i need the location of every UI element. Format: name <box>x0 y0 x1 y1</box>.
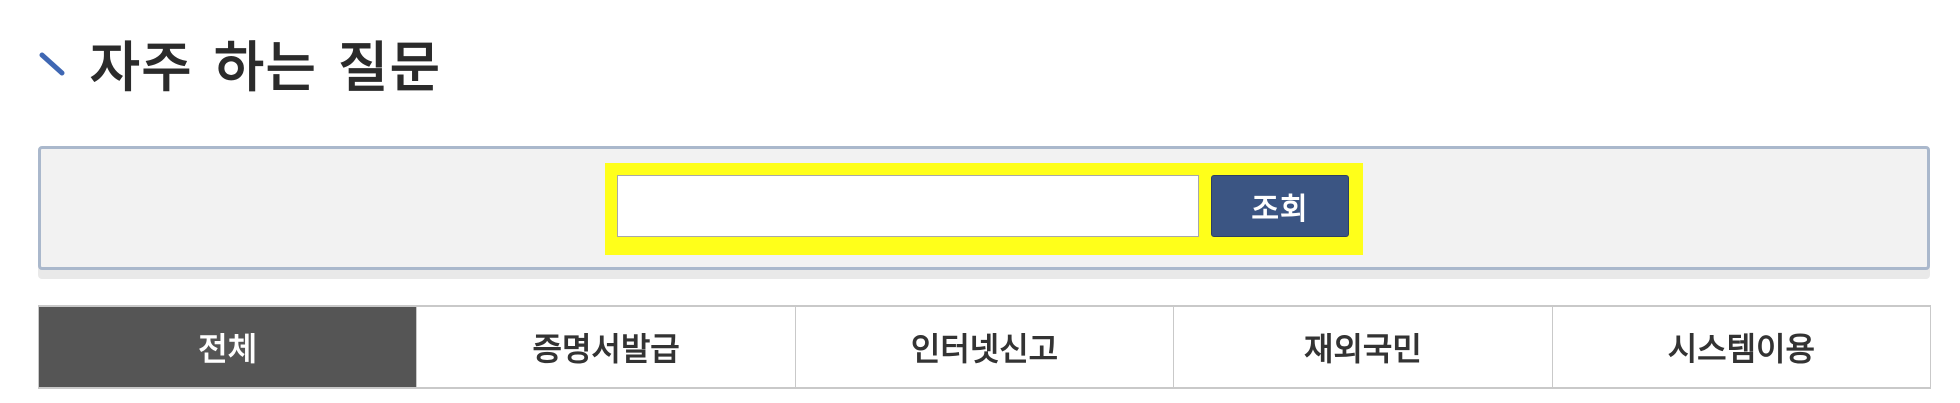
search-highlight: 조회 <box>605 163 1363 255</box>
tab-overseas[interactable]: 재외국민 <box>1173 307 1552 387</box>
search-button[interactable]: 조회 <box>1211 175 1349 237</box>
page-title: 자주 하는 질문 <box>90 35 442 99</box>
tab-certificate[interactable]: 증명서발급 <box>416 307 795 387</box>
tab-system-use[interactable]: 시스템이용 <box>1551 307 1931 387</box>
category-tabs: 전체 증명서발급 인터넷신고 재외국민 시스템이용 <box>38 305 1931 389</box>
search-input[interactable] <box>617 175 1199 237</box>
search-panel: 조회 <box>38 146 1930 270</box>
tab-all[interactable]: 전체 <box>39 307 417 387</box>
slash-mark-icon <box>38 47 68 77</box>
tab-internet-report[interactable]: 인터넷신고 <box>794 307 1174 387</box>
title-row: 자주 하는 질문 <box>38 22 442 102</box>
